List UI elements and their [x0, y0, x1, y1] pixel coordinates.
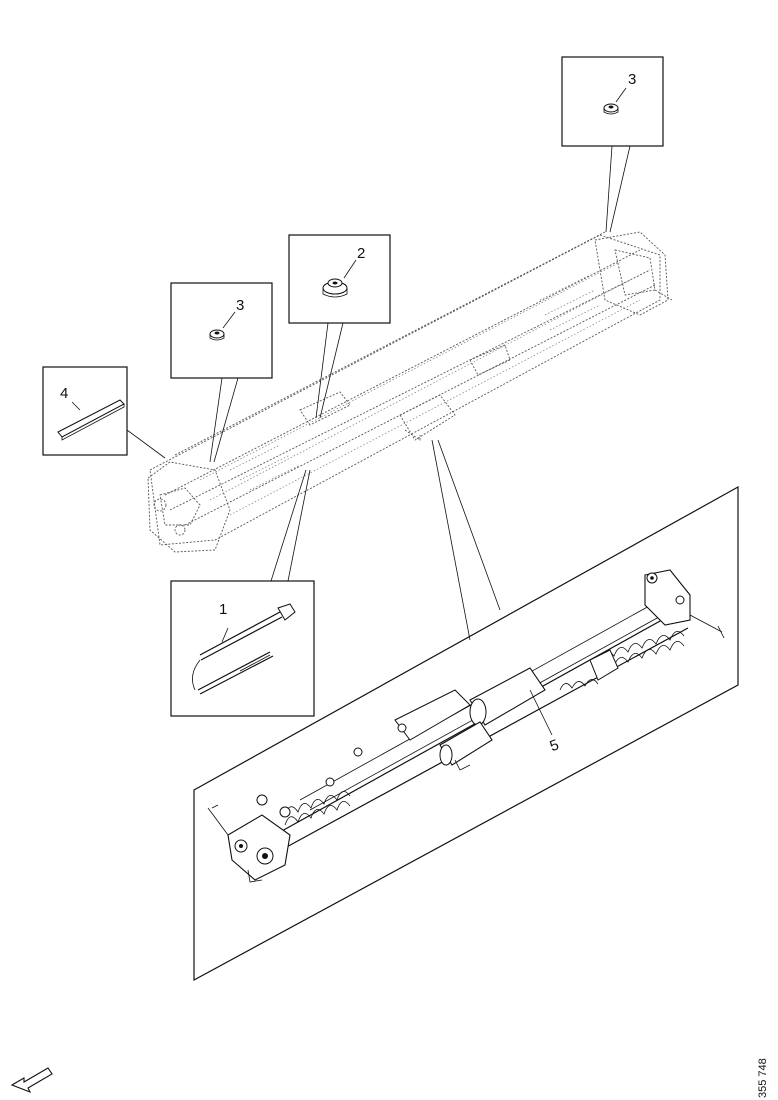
reference-code: 355 748: [757, 1058, 769, 1098]
rail-assembly: [147, 231, 673, 553]
callout-number-nut-top-right: 3: [628, 71, 636, 88]
left-spring: [284, 791, 351, 826]
callout-box-mechanism: 5: [193, 439, 739, 982]
callout-number-bolt: 1: [219, 601, 227, 618]
callout-number-key-strip: 4: [60, 385, 68, 402]
callout-box-key-strip: 4: [42, 366, 166, 459]
orientation-arrow-icon: [10, 1067, 53, 1094]
right-end-bracket: [644, 569, 725, 639]
callout-box-nut-center: 2: [288, 234, 391, 419]
callout-number-nut-center: 2: [357, 245, 365, 262]
callout-box-nut-top-right: 3: [561, 56, 664, 233]
callout-number-nut-left: 3: [236, 297, 244, 314]
left-end-bracket: [207, 794, 291, 883]
callout-box-bolt: 1: [170, 469, 315, 717]
callout-box-nut-left: 3: [170, 282, 273, 463]
